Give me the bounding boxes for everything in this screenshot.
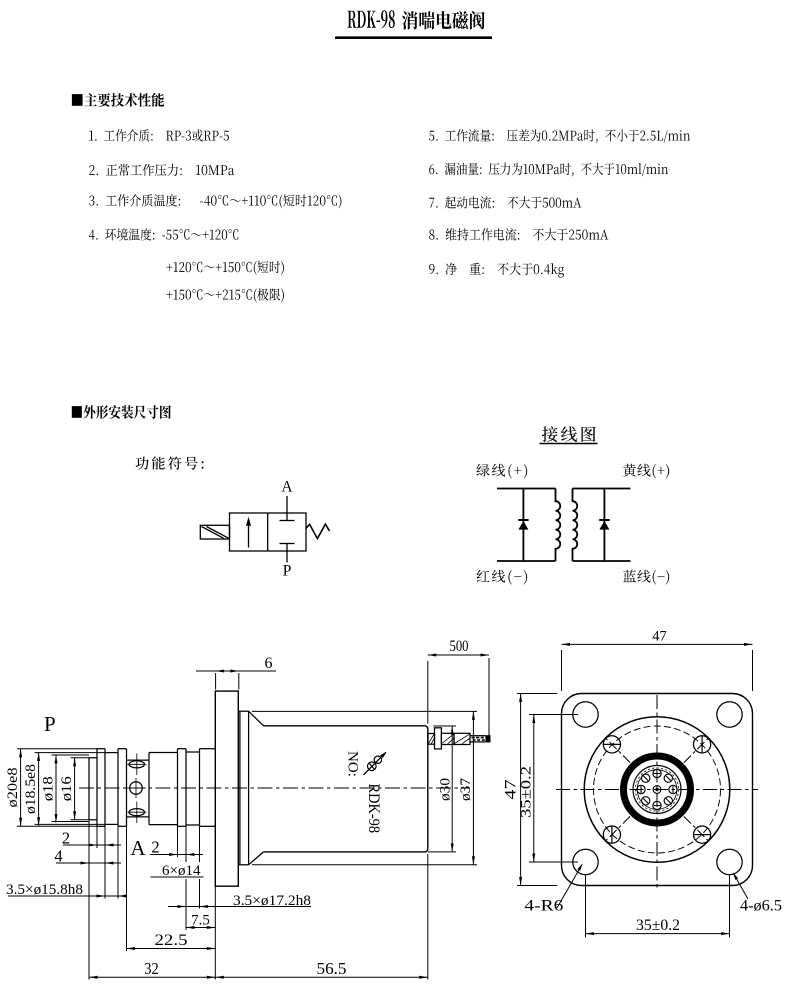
svg-text:47: 47 <box>503 780 520 800</box>
svg-text:6×ø14: 6×ø14 <box>162 863 201 879</box>
svg-text:22.5: 22.5 <box>155 932 188 949</box>
svg-text:35±0.2: 35±0.2 <box>519 766 535 818</box>
svg-text:ø20e8: ø20e8 <box>5 768 21 808</box>
svg-text:A: A <box>130 836 146 860</box>
svg-text:NO:: NO: <box>345 751 361 777</box>
svg-text:RDK-98: RDK-98 <box>365 784 382 834</box>
svg-text:4-R6: 4-R6 <box>524 898 563 915</box>
svg-text:35±0.2: 35±0.2 <box>636 917 680 934</box>
svg-text:3.5×ø15.8h8: 3.5×ø15.8h8 <box>6 882 83 898</box>
svg-text:4-ø6.5: 4-ø6.5 <box>740 898 782 915</box>
svg-text:ø30: ø30 <box>438 778 454 801</box>
svg-text:4: 4 <box>54 847 62 866</box>
svg-text:P: P <box>283 563 292 580</box>
svg-text:32: 32 <box>144 959 159 978</box>
svg-text:ø18: ø18 <box>41 776 57 801</box>
svg-text:2: 2 <box>151 838 159 857</box>
svg-text:500: 500 <box>450 638 469 655</box>
svg-text:47: 47 <box>652 629 667 645</box>
svg-text:ø16: ø16 <box>59 776 75 802</box>
svg-text:ø37: ø37 <box>458 777 474 801</box>
svg-text:7.5: 7.5 <box>191 913 210 929</box>
svg-text:56.5: 56.5 <box>317 959 347 978</box>
svg-text:A: A <box>281 479 293 496</box>
svg-text:2: 2 <box>62 829 70 848</box>
svg-text:6: 6 <box>265 655 273 672</box>
svg-text:3.5×ø17.2h8: 3.5×ø17.2h8 <box>233 893 311 909</box>
svg-text:P: P <box>44 712 56 736</box>
svg-text:ø18.5e8: ø18.5e8 <box>23 764 39 814</box>
